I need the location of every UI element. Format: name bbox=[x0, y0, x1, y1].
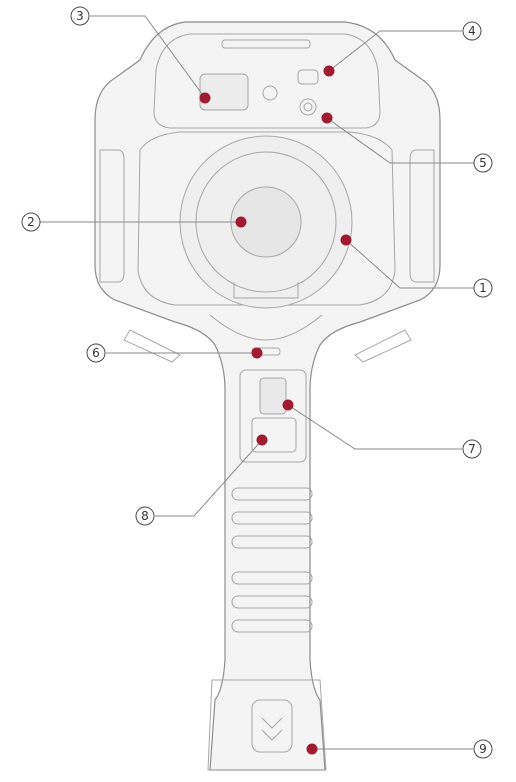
light-sensor-outer bbox=[299, 98, 317, 116]
lens-cover-clip bbox=[233, 282, 299, 299]
grip-rib bbox=[231, 571, 313, 585]
callout-badge-2: 2 bbox=[21, 212, 41, 232]
callout-badge-3: 3 bbox=[70, 6, 90, 26]
callout-badge-7: 7 bbox=[462, 439, 482, 459]
callout-lines bbox=[40, 15, 474, 750]
camera-illustration bbox=[94, 21, 441, 771]
marker-3 bbox=[199, 92, 211, 104]
battery-latch-chevron bbox=[261, 717, 283, 741]
battery-compartment bbox=[207, 679, 327, 771]
callout-label-3: 3 bbox=[76, 9, 84, 23]
callout-badge-1: 1 bbox=[473, 278, 493, 298]
right-strap-mount bbox=[409, 149, 435, 283]
marker-1 bbox=[340, 234, 352, 246]
top-vent bbox=[221, 39, 311, 49]
callout-label-9: 9 bbox=[479, 742, 487, 756]
visual-camera-window bbox=[199, 73, 249, 111]
marker-9 bbox=[306, 743, 318, 755]
grip-ribs bbox=[231, 487, 313, 633]
leader-line-4 bbox=[328, 30, 462, 72]
marker-2 bbox=[235, 216, 247, 228]
grip-rib bbox=[231, 595, 313, 609]
callout-badges: 1 2 3 4 5 6 7 8 bbox=[21, 6, 493, 759]
lens-bay bbox=[137, 131, 396, 306]
callout-badge-6: 6 bbox=[86, 343, 106, 363]
handle-top-contour bbox=[209, 314, 323, 341]
callout-label-5: 5 bbox=[479, 156, 487, 170]
grip-rib bbox=[231, 619, 313, 633]
leader-line-1 bbox=[345, 239, 474, 289]
callout-label-7: 7 bbox=[468, 442, 476, 456]
callout-badge-4: 4 bbox=[462, 21, 482, 41]
marker-4 bbox=[323, 65, 335, 77]
trigger-guard bbox=[251, 417, 297, 453]
grip-rib bbox=[231, 535, 313, 549]
marker-6 bbox=[251, 347, 263, 359]
left-strap-mount bbox=[99, 149, 125, 283]
light-sensor-inner bbox=[303, 102, 313, 112]
left-side-lug bbox=[123, 329, 181, 363]
trigger-button bbox=[259, 377, 287, 415]
grip-rib bbox=[231, 487, 313, 501]
leader-line-7 bbox=[287, 404, 462, 450]
callout-badge-8: 8 bbox=[135, 506, 155, 526]
leader-line-8 bbox=[155, 439, 263, 517]
callout-label-4: 4 bbox=[468, 24, 476, 38]
battery-latch bbox=[251, 699, 293, 753]
right-side-lug bbox=[354, 329, 412, 363]
callout-label-2: 2 bbox=[27, 215, 35, 229]
flash-light bbox=[262, 85, 278, 101]
callout-label-1: 1 bbox=[479, 281, 487, 295]
laser-pointer bbox=[297, 69, 319, 85]
top-panel-contour bbox=[153, 33, 381, 129]
marker-7 bbox=[282, 399, 294, 411]
leader-line-3 bbox=[90, 15, 206, 99]
marker-5 bbox=[321, 112, 333, 124]
callout-badge-9: 9 bbox=[473, 739, 493, 759]
callout-badge-5: 5 bbox=[473, 153, 493, 173]
marker-8 bbox=[256, 434, 268, 446]
callout-label-6: 6 bbox=[92, 346, 100, 360]
callout-label-8: 8 bbox=[141, 509, 149, 523]
trigger-frame bbox=[239, 369, 307, 463]
grip-rib bbox=[231, 511, 313, 525]
leader-line-5 bbox=[326, 117, 474, 164]
markers bbox=[199, 65, 352, 755]
